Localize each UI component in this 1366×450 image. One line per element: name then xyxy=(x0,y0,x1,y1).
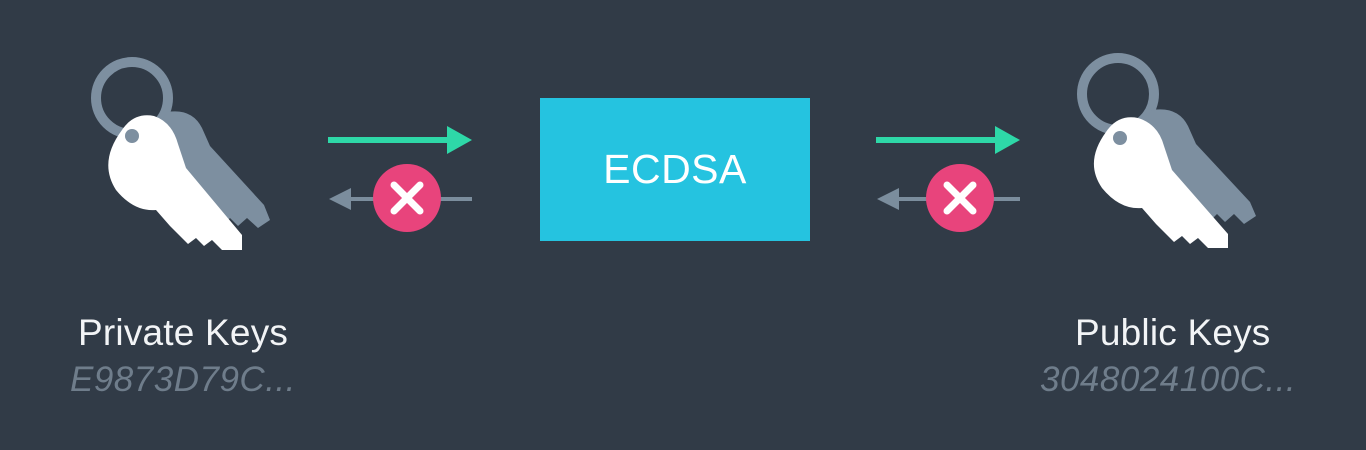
front-key xyxy=(1093,117,1228,248)
ecdsa-box: ECDSA xyxy=(540,98,810,241)
arrow-group-ecdsa-to-public xyxy=(876,126,1020,232)
ecdsa-label: ECDSA xyxy=(603,146,747,192)
arrow-right-icon xyxy=(876,126,1020,154)
key-hole xyxy=(1113,131,1127,145)
key-hole xyxy=(125,129,139,143)
public-keys-label: Public Keys xyxy=(1075,312,1271,353)
private-keys-label: Private Keys xyxy=(78,312,289,353)
keys-icon xyxy=(91,57,270,250)
front-key xyxy=(108,115,243,250)
x-circle-icon xyxy=(926,164,994,232)
arrow-right-icon xyxy=(328,126,472,154)
x-circle-icon xyxy=(373,164,441,232)
public-key-value: 3048024100C... xyxy=(1040,360,1297,399)
keys-icon xyxy=(1077,53,1256,248)
arrow-group-private-to-ecdsa xyxy=(328,126,472,232)
private-key-value: E9873D79C... xyxy=(70,360,296,399)
